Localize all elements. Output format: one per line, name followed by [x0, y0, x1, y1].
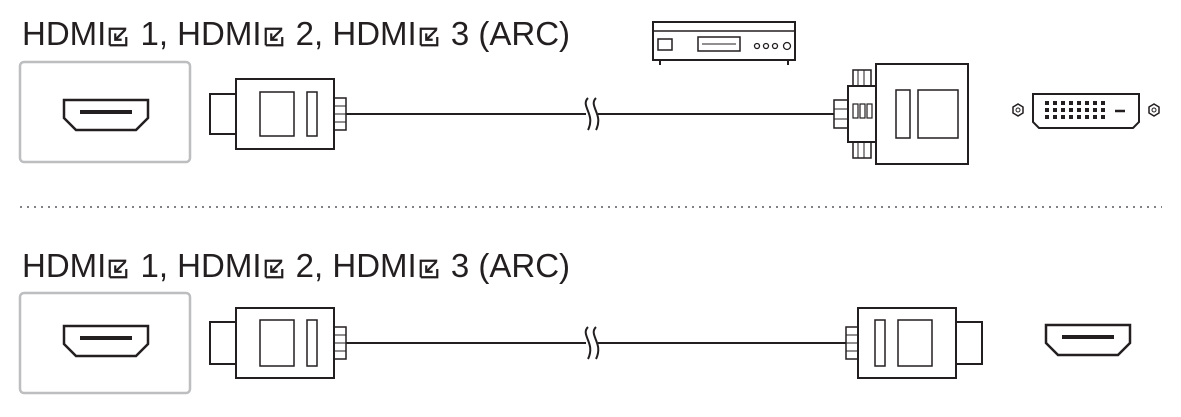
dvi-pins	[1045, 101, 1105, 119]
hdmi-plug	[209, 307, 347, 379]
title-text: 2, HDMI	[286, 15, 417, 52]
dvi-pin	[1069, 101, 1073, 105]
section-1-title: HDMI 1, HDMI 2, HDMI 3 (ARC)	[22, 17, 570, 50]
media-player-icon	[652, 21, 796, 65]
title-text: 1, HDMI	[131, 247, 262, 284]
dvi-pin	[1061, 101, 1065, 105]
hdmi-plug	[209, 78, 347, 150]
dvi-pin	[1093, 115, 1097, 119]
cable	[346, 97, 834, 131]
dvi-pin	[1101, 108, 1105, 112]
title-text: HDMI	[22, 15, 107, 52]
dvi-pin	[1101, 101, 1105, 105]
title-text: 2, HDMI	[286, 247, 417, 284]
dvi-pin	[1077, 101, 1081, 105]
cable	[346, 326, 846, 360]
dvi-pin	[1069, 108, 1073, 112]
title-text: 3 (ARC)	[441, 247, 571, 284]
dvi-pin	[1045, 108, 1049, 112]
dvi-pin	[1077, 115, 1081, 119]
source-hdmi-port	[1044, 323, 1132, 357]
dvi-pin	[1053, 101, 1057, 105]
dvi-pin	[1061, 108, 1065, 112]
dvi-pin	[1045, 101, 1049, 105]
dvi-pin	[1085, 115, 1089, 119]
monitor-hdmi-port	[18, 60, 192, 164]
dvi-pin	[1053, 108, 1057, 112]
dvi-pin	[1101, 115, 1105, 119]
dvi-pin	[1077, 108, 1081, 112]
title-text: 3 (ARC)	[441, 15, 571, 52]
section-2-title: HDMI 1, HDMI 2, HDMI 3 (ARC)	[22, 249, 570, 282]
dvi-plug	[833, 63, 969, 165]
title-text: HDMI	[22, 247, 107, 284]
dvi-pin	[1085, 101, 1089, 105]
hdmi-plug	[845, 307, 983, 379]
dvi-pin	[1093, 108, 1097, 112]
dvi-pin	[1069, 115, 1073, 119]
dvi-pin	[1093, 101, 1097, 105]
dvi-pin	[1061, 115, 1065, 119]
dvi-pin	[1053, 115, 1057, 119]
dvi-pin	[1045, 115, 1049, 119]
dvi-port	[1012, 93, 1160, 129]
monitor-hdmi-port	[18, 291, 192, 395]
dvi-pin	[1085, 108, 1089, 112]
title-text: 1, HDMI	[131, 15, 262, 52]
